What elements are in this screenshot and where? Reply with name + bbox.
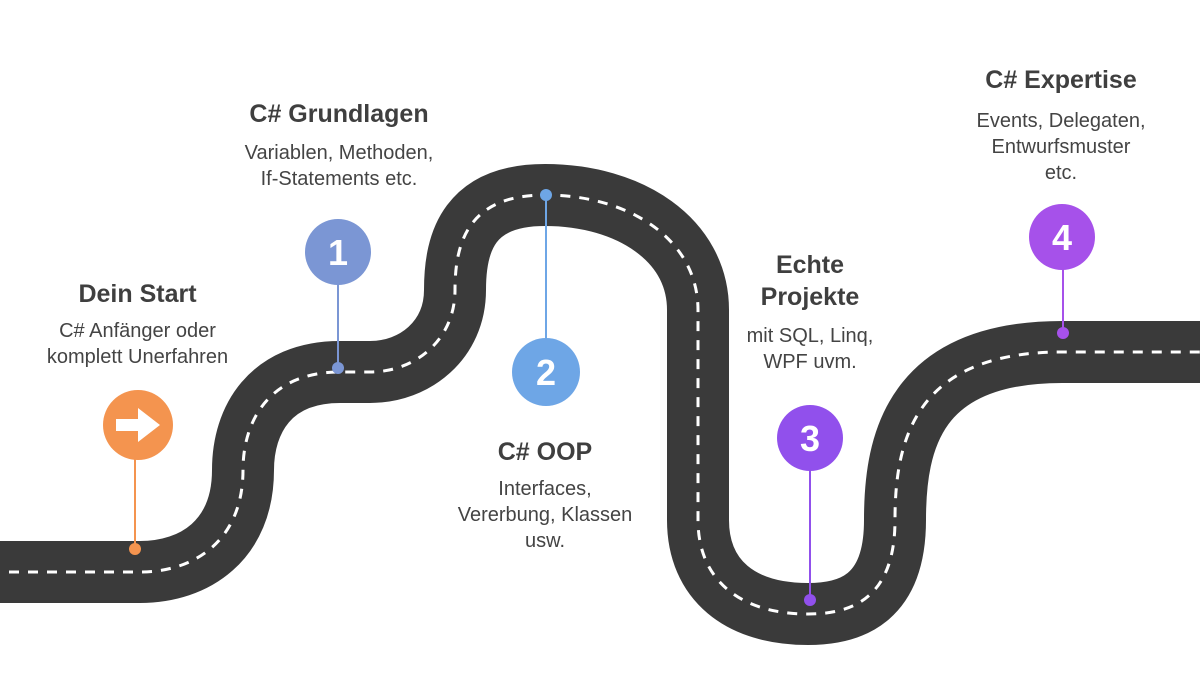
- oop-title: C# OOP: [497, 438, 593, 466]
- grundlagen-text-block: C# Grundlagen Variablen, Methoden, If-St…: [208, 98, 470, 192]
- expertise-text-block: C# Expertise Events, Delegaten, Entwurfs…: [946, 64, 1176, 186]
- projekte-title-line-2: Projekte: [760, 283, 860, 311]
- start-text-block: Dein Start C# Anfänger oder komplett Une…: [15, 278, 260, 370]
- grundlagen-description-line-2: If-Statements etc.: [260, 168, 418, 190]
- expertise-description-line-1: Events, Delegaten,: [976, 110, 1146, 132]
- projekte-pin-dot: [804, 594, 816, 606]
- start-description-line-1: C# Anfänger oder: [59, 320, 216, 342]
- oop-pin-dot: [540, 189, 552, 201]
- expertise-title: C# Expertise: [985, 66, 1137, 94]
- projekte-text-block: Echte Projekte mit SQL, Linq, WPF uvm.: [718, 249, 902, 375]
- oop-description-line-1: Interfaces,: [498, 478, 592, 500]
- grundlagen-title: C# Grundlagen: [249, 100, 429, 128]
- grundlagen-marker-circle: [305, 219, 371, 285]
- start-description-line-2: komplett Unerfahren: [46, 346, 229, 368]
- expertise-marker-circle: [1029, 204, 1095, 270]
- grundlagen-description-line-1: Variablen, Methoden,: [244, 142, 434, 164]
- expertise-marker-number: 4: [1052, 217, 1072, 258]
- projekte-marker-number: 3: [800, 418, 820, 459]
- oop-marker-circle: [512, 338, 580, 406]
- oop-description-line-3: usw.: [524, 530, 566, 552]
- arrow-right-icon: [116, 408, 160, 442]
- oop-text-block: C# OOP Interfaces, Vererbung, Klassen us…: [420, 436, 670, 554]
- road-center-line: [0, 193, 1200, 616]
- projekte-title-line-1: Echte: [775, 251, 845, 279]
- grundlagen-pin-dot: [332, 362, 344, 374]
- expertise-description-line-2: Entwurfsmuster: [991, 136, 1131, 158]
- oop-description-line-2: Vererbung, Klassen: [457, 504, 633, 526]
- expertise-pin-dot: [1057, 327, 1069, 339]
- expertise-description-line-3: etc.: [1044, 162, 1078, 184]
- projekte-description-line-2: WPF uvm.: [763, 351, 857, 373]
- grundlagen-marker-number: 1: [328, 232, 348, 273]
- projekte-description-line-1: mit SQL, Linq,: [746, 325, 874, 347]
- start-pin-dot: [129, 543, 141, 555]
- projekte-marker-circle: [777, 405, 843, 471]
- start-title: Dein Start: [78, 280, 197, 308]
- oop-marker-number: 2: [536, 352, 556, 393]
